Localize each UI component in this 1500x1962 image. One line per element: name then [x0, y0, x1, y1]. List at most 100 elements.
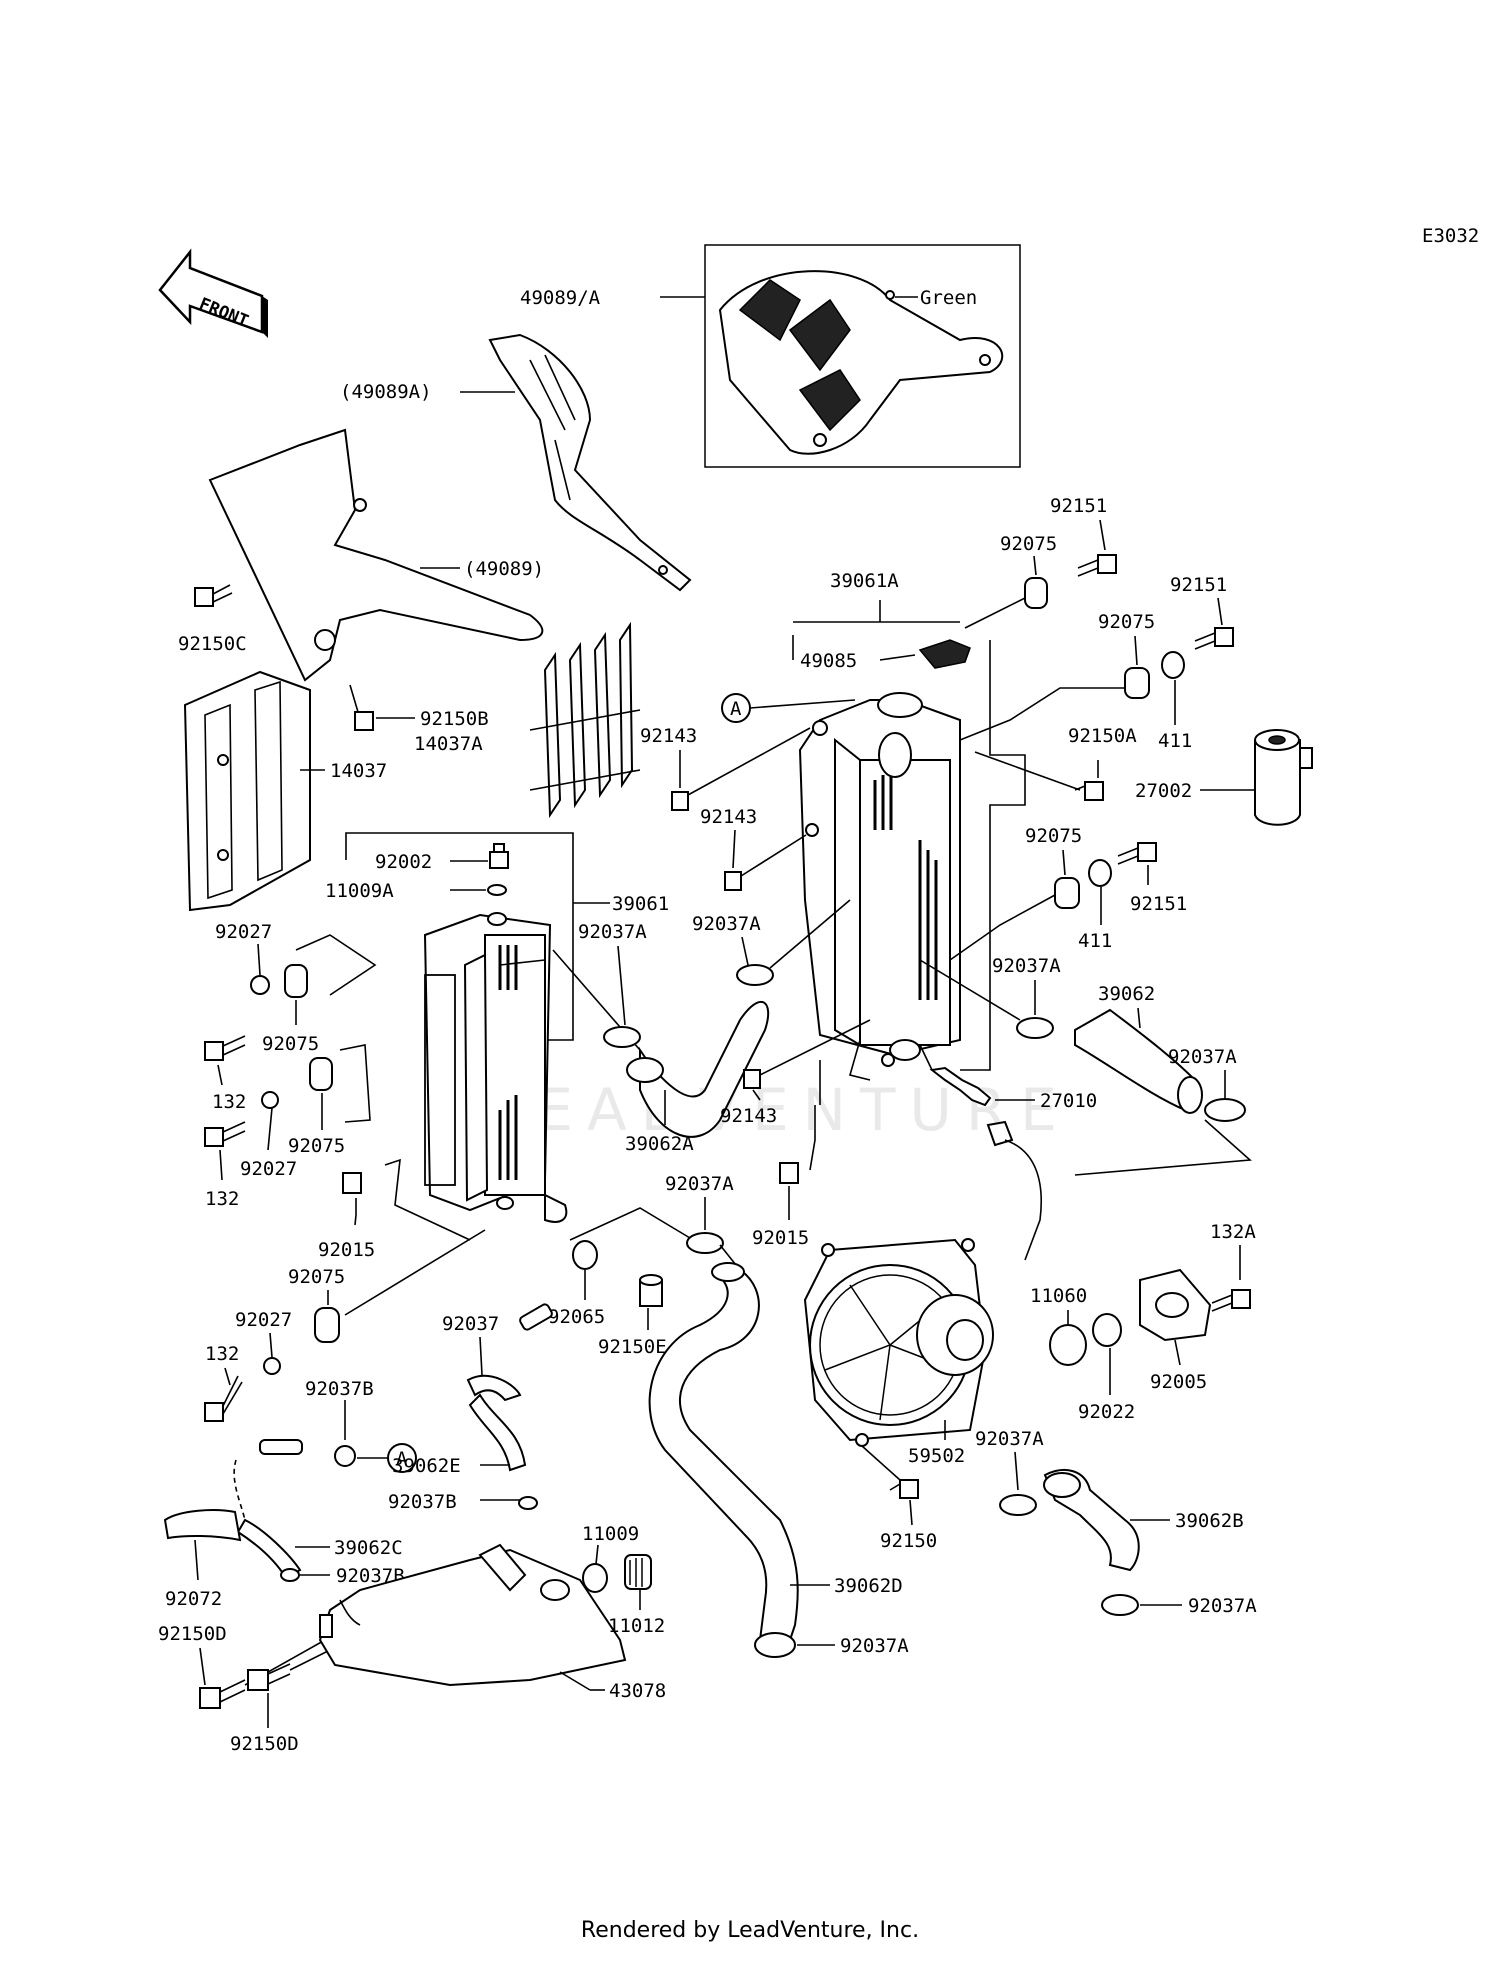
bolt-132A — [1211, 1289, 1251, 1312]
label-11009A: 11009A — [325, 880, 394, 902]
clip-92037B-c — [280, 1568, 300, 1582]
left-shroud — [208, 428, 544, 682]
clamp-92037A-f — [1204, 1098, 1246, 1122]
callout-marker-a-bottom — [387, 1443, 417, 1473]
label-92075-e: 92075 — [1098, 611, 1155, 633]
bolt-92150 — [889, 1479, 919, 1499]
label-92037A-d: 92037A — [692, 913, 761, 935]
label-92151-b: 92151 — [1170, 574, 1227, 596]
label-92075-b: 92075 — [288, 1135, 345, 1157]
clip-92037B-a — [334, 1445, 356, 1467]
collar-92027-a — [250, 975, 270, 995]
fitting-92143-c — [743, 1069, 761, 1089]
label-11012: 11012 — [608, 1615, 665, 1637]
label-92015-a: 92015 — [318, 1239, 375, 1261]
cap-cover-49085 — [918, 639, 971, 669]
clamp-92037A-g — [999, 1494, 1037, 1516]
clamp-92037A-d — [736, 964, 774, 986]
label-92037: 92037 — [442, 1313, 499, 1335]
label-39062A: 39062A — [625, 1133, 694, 1155]
label-39061: 39061 — [612, 893, 669, 915]
label-92150A: 92150A — [1068, 725, 1137, 747]
clip-92015-a — [342, 1172, 362, 1194]
gasket-11009 — [582, 1563, 608, 1593]
grommet-92075-e — [1124, 667, 1150, 699]
clamp-92037A-b — [686, 1232, 724, 1254]
label-92150: 92150 — [880, 1530, 937, 1552]
label-92065: 92065 — [548, 1306, 605, 1328]
bolt-92151-a — [1077, 554, 1117, 577]
label-39062: 39062 — [1098, 983, 1155, 1005]
label-92075-f: 92075 — [1025, 825, 1082, 847]
label-14037A: 14037A — [414, 733, 483, 755]
sensor-27010 — [929, 1066, 992, 1107]
label-92151-c: 92151 — [1130, 893, 1187, 915]
clamp-92037 — [466, 1303, 553, 1402]
label-92037A-h: 92037A — [1188, 1595, 1257, 1617]
label-11009: 11009 — [582, 1523, 639, 1545]
label-92151-a: 92151 — [1050, 495, 1107, 517]
washer-411-a — [1161, 651, 1185, 679]
inset-color-note: Green — [920, 287, 977, 309]
washer-92065 — [572, 1240, 598, 1270]
label-92037B-b: 92037B — [388, 1491, 457, 1513]
fitting-92143-b — [724, 871, 742, 891]
washer-11009A — [487, 884, 507, 896]
label-92037A-c: 92037A — [840, 1635, 909, 1657]
fan-assembly-59502 — [803, 1120, 1043, 1447]
label-92072: 92072 — [165, 1588, 222, 1610]
bolt-92151-c — [1117, 842, 1157, 865]
label-39062C: 39062C — [334, 1537, 403, 1559]
clamp-92037A-h — [1101, 1594, 1139, 1616]
reservoir-tank-43078 — [318, 1543, 627, 1687]
clip-92037B-b — [518, 1496, 538, 1510]
label-92037B-a: 92037B — [305, 1378, 374, 1400]
bolt-132-b — [204, 1121, 246, 1147]
callout-label-a-top: A — [730, 698, 742, 720]
label-92143-b: 92143 — [700, 806, 757, 828]
right-radiator — [798, 692, 961, 1081]
label-411-a: 411 — [1158, 730, 1192, 752]
o-ring-11060 — [1049, 1324, 1087, 1366]
label-132A: 132A — [1210, 1221, 1256, 1243]
washer-411-b — [1088, 859, 1112, 887]
front-arrow-icon: FRONT — [158, 248, 268, 338]
footer-credit: Rendered by LeadVenture, Inc. — [580, 1918, 920, 1943]
radiator-guard-14037 — [183, 670, 311, 912]
o-ring-92022 — [1092, 1313, 1122, 1347]
label-92037A-b: 92037A — [665, 1173, 734, 1195]
bolt-132-c — [204, 1375, 243, 1422]
clamp-92037A-e — [1016, 1017, 1054, 1039]
collar-92027-c — [263, 1357, 281, 1375]
label-14037: 14037 — [330, 760, 387, 782]
sensor-27002 — [1254, 729, 1313, 826]
clip-92015-b — [779, 1162, 799, 1184]
label-49089A-set: 49089/A — [520, 287, 601, 309]
label-92075-a: 92075 — [262, 1033, 319, 1055]
label-27002: 27002 — [1135, 780, 1192, 802]
label-39061A: 39061A — [830, 570, 899, 592]
bolt-92150D-a — [199, 1679, 246, 1709]
label-92150B: 92150B — [420, 708, 489, 730]
label-92143-a: 92143 — [640, 725, 697, 747]
bolt-92150C — [194, 584, 233, 607]
label-49085: 49085 — [800, 650, 857, 672]
bolt-92150A — [1074, 781, 1104, 801]
hose-39062D — [648, 1262, 799, 1641]
label-92150C: 92150C — [178, 633, 247, 655]
fitting-92143-a — [671, 791, 689, 811]
label-132-b: 132 — [205, 1188, 239, 1210]
label-92150D-a: 92150D — [158, 1623, 227, 1645]
label-92022: 92022 — [1078, 1401, 1135, 1423]
left-radiator — [423, 912, 568, 1223]
grommet-92075-b — [309, 1057, 333, 1091]
label-92143-c: 92143 — [720, 1105, 777, 1127]
bolt-92150B — [349, 684, 374, 731]
label-92037A-e: 92037A — [992, 955, 1061, 977]
label-92002: 92002 — [375, 851, 432, 873]
diagram-code: E3032 — [1422, 225, 1479, 247]
callout-label-a-bottom: A — [396, 1448, 408, 1470]
label-92075-d: 92075 — [1000, 533, 1057, 555]
plug-92002 — [489, 843, 509, 869]
right-shroud — [488, 333, 692, 592]
